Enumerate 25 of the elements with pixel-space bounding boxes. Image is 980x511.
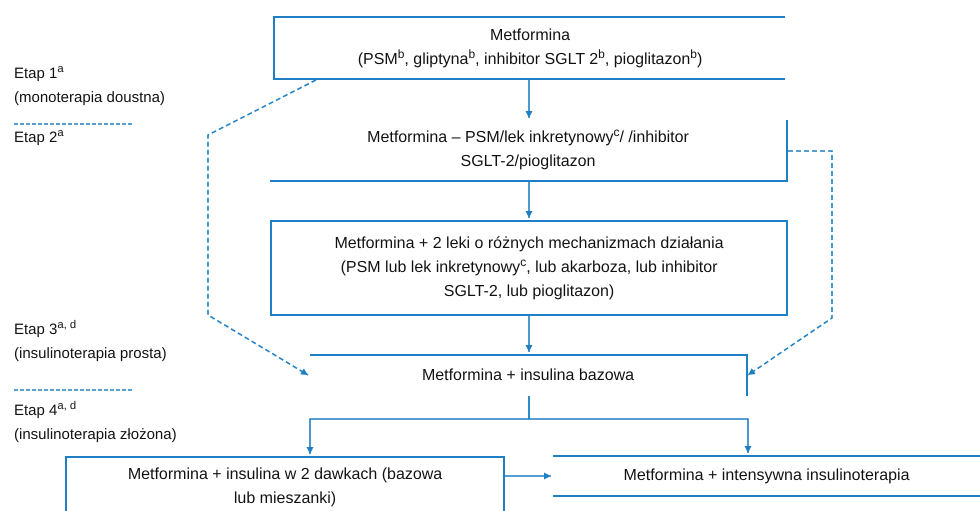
arrow: [526, 80, 532, 118]
stage-label: Etap 1$^{a}$: [14, 64, 64, 84]
therapy-text: (PSM$^{b}$, gliptyna$^{b}$, inhibitor SGLT 2$^{b}$, pioglitazon$^{b}$): [358, 48, 702, 70]
therapy-box: [270, 220, 788, 316]
therapy-text: Metformina + intensywna insulinoterapia: [624, 466, 910, 486]
arrow: [528, 396, 752, 453]
stage-label: Etap 2$^{a}$: [14, 128, 64, 148]
therapy-box: [553, 455, 980, 497]
therapy-text: Metformina + 2 leki o różnych mechanizmach działania (PSM lub lek inkretynowy$^{c}$, lub akarboza, lub inhibitor SGLT-2, lub pioglitazon): [333, 234, 725, 302]
stage-label: Etap 3$^{a, d}$: [14, 320, 76, 340]
arrow: [526, 316, 532, 352]
therapy-text: Metformina: [490, 26, 570, 46]
arrow: [748, 150, 833, 376]
arrow: [526, 182, 532, 218]
arrow: [505, 472, 551, 480]
stage-label: (monoterapia doustna): [14, 88, 165, 108]
therapy-box: [273, 16, 785, 80]
therapy-box: [65, 456, 505, 511]
stage-label: (insulinoterapia prosta): [14, 344, 167, 364]
therapy-text: Metformina + insulina w 2 dawkach (bazowa lub mieszanki): [127, 465, 443, 509]
therapy-text: Metformina – PSM/lek inkretynowy$^{c}$/ /inhibitor SGLT-2/pioglitazon: [366, 126, 690, 172]
stage-label: Etap 4$^{a, d}$: [14, 401, 76, 421]
stage-label: (insulinoterapia złożona): [14, 425, 177, 445]
therapy-text: Metformina + insulina bazowa: [422, 366, 634, 386]
arrow: [207, 79, 316, 376]
